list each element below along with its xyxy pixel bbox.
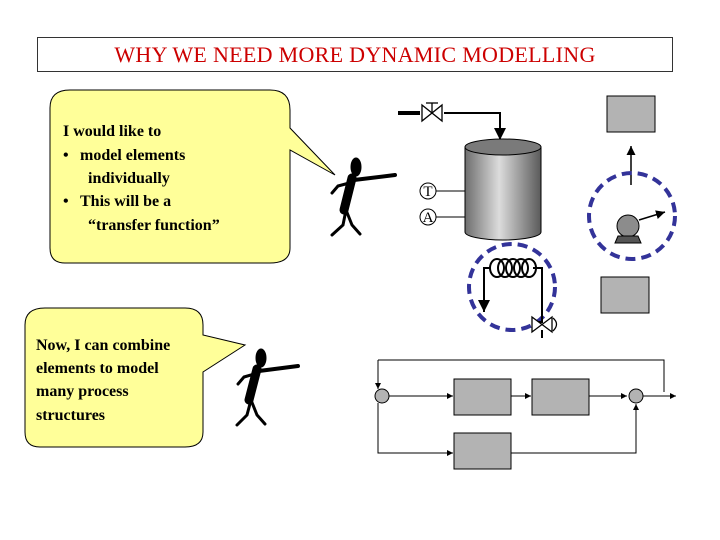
inlet-line: [398, 111, 506, 140]
transfer-function-block: [453, 432, 512, 470]
block-diagram: [374, 359, 676, 470]
temperature-indicator: T: [419, 182, 465, 200]
bubble-bottom-line3: many process: [36, 383, 129, 400]
temperature-label: T: [423, 184, 432, 200]
bullet-glyph: •: [63, 147, 69, 164]
highlight-circle-coil: [467, 242, 557, 332]
bubble-top-bullet1-line1: model elements: [80, 147, 185, 164]
transfer-function-block: [531, 378, 590, 416]
speech-bubble-top-shape: [49, 89, 336, 264]
bubble-bottom-line1: Now, I can combine: [36, 337, 170, 354]
inlet-valve-icon: [421, 102, 443, 123]
bubble-top-bullet2-line1: This will be a: [80, 193, 171, 210]
title-box: WHY WE NEED MORE DYNAMIC MODELLING: [37, 37, 673, 72]
transfer-function-block: [453, 378, 512, 416]
element-block: [606, 95, 656, 133]
element-block: [600, 276, 650, 314]
speech-bubble-top: I would like to • model elements individ…: [49, 89, 336, 264]
figure-head-icon: [350, 157, 362, 177]
bubble-bottom-line2: elements to model: [36, 360, 159, 377]
storage-tank: [464, 138, 542, 241]
bullet-glyph: •: [63, 193, 69, 210]
outlet-valve-icon: [531, 315, 558, 334]
bubble-bottom-line4: structures: [36, 407, 105, 424]
bubble-top-bullet2-line2: “transfer function”: [88, 217, 220, 234]
page-title: WHY WE NEED MORE DYNAMIC MODELLING: [114, 41, 596, 67]
bubble-top-bullet1-line2: individually: [88, 170, 170, 187]
summing-junction: [628, 388, 644, 404]
analyzer-indicator: A: [419, 208, 465, 226]
pump-icon: [614, 210, 666, 244]
analyzer-label: A: [423, 210, 434, 226]
heating-coil-icon: [489, 258, 537, 278]
bubble-top-line1: I would like to: [63, 123, 161, 140]
pointing-figure-bottom: [235, 348, 300, 427]
speech-bubble-bottom: Now, I can combine elements to model man…: [24, 307, 247, 448]
speech-bubble-bottom-shape: [24, 307, 247, 448]
figure-head-icon: [255, 348, 267, 368]
pointing-figure-top: [330, 157, 397, 237]
highlight-circle-pump: [587, 171, 677, 261]
summing-junction: [374, 388, 390, 404]
